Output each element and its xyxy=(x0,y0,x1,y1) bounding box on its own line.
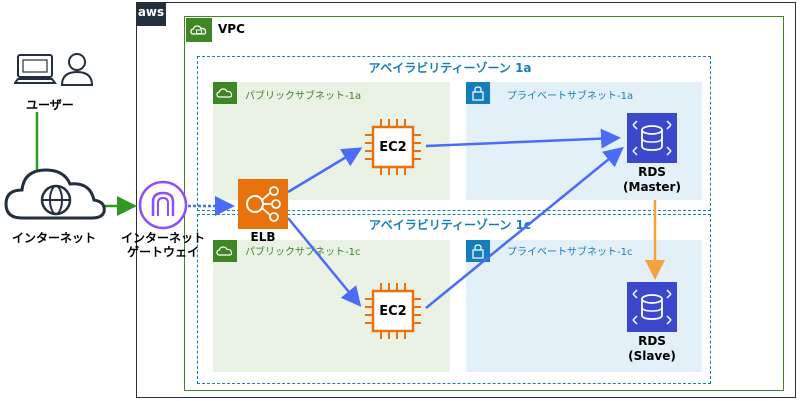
elb-label: ELB xyxy=(250,230,276,244)
rds-slave-icon xyxy=(627,282,677,332)
az-1c-label: アベイラビリティーゾーン 1c xyxy=(368,218,532,232)
igw-label-line2: ゲートウェイ xyxy=(126,245,199,259)
public-subnet-1c-label: パブリックサブネット-1c xyxy=(245,247,361,258)
public-subnet-1c-icon xyxy=(213,240,237,262)
rds-master-label-line1: RDS xyxy=(638,165,666,179)
public-subnet-1a-icon xyxy=(213,82,237,104)
arrow-ec2-c-to-rds-master xyxy=(425,146,624,309)
arrow-elb-to-ec2-a xyxy=(287,147,363,194)
internet-label: インターネット xyxy=(12,231,97,245)
ec2-c-label: EC2 xyxy=(379,304,407,319)
rds-master-icon xyxy=(627,113,677,163)
ec2-a-icon xyxy=(363,117,423,181)
user-icon xyxy=(13,52,98,96)
vpc-icon xyxy=(186,18,212,42)
private-subnet-1a-label: プライベートサブネット-1a xyxy=(507,91,634,102)
arrow-ec2-a-to-rds-master xyxy=(425,128,621,149)
rds-slave-label-line2: (Slave) xyxy=(628,349,676,363)
rds-master-label-line2: (Master) xyxy=(623,180,681,194)
private-subnet-1a-icon xyxy=(466,82,490,104)
az-1c-group xyxy=(197,214,711,384)
vpc-label: VPC xyxy=(218,22,245,36)
igw-label-line1: インターネット xyxy=(120,231,205,245)
arrow-elb-to-ec2-c xyxy=(287,217,362,307)
elb-icon xyxy=(238,179,288,229)
ec2-a-label: EC2 xyxy=(379,140,407,155)
aws-logo: aws xyxy=(136,2,166,26)
public-subnet-1a-label: パブリックサブネット-1a xyxy=(245,91,362,102)
internet-cloud-icon xyxy=(4,160,108,234)
private-subnet-1c-icon xyxy=(466,240,490,262)
rds-slave-label-line1: RDS xyxy=(638,334,666,348)
user-label: ユーザー xyxy=(26,98,74,112)
private-subnet-1c-label: プライベートサブネット-1c xyxy=(507,247,633,258)
ec2-c-icon xyxy=(363,281,423,345)
az-1a-label: アベイラビリティーゾーン 1a xyxy=(368,61,532,75)
internet-gateway-icon xyxy=(138,180,188,234)
aws-logo-text: aws xyxy=(137,5,165,19)
az-1a-group xyxy=(197,56,711,211)
